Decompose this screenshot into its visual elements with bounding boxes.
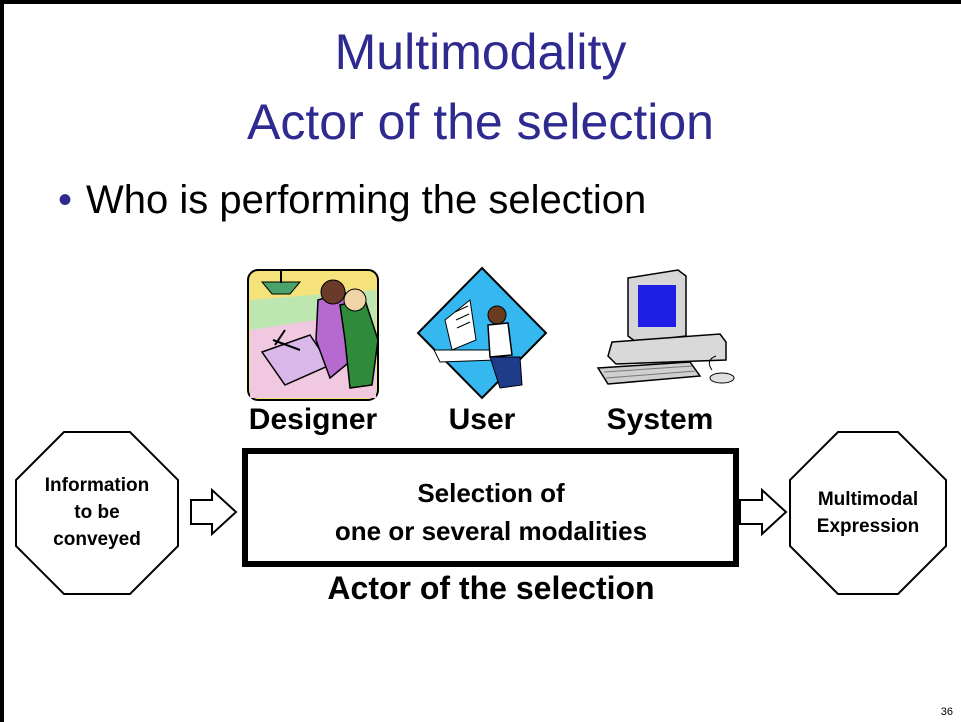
- designer-clipart-icon: [247, 269, 379, 401]
- actor-label-user: User: [448, 403, 516, 436]
- user-at-computer-clipart-icon: [416, 266, 548, 400]
- selection-text-line2: one or several modalities: [334, 516, 648, 546]
- input-octagon: [15, 431, 179, 595]
- input-text-line2: to be: [74, 502, 120, 523]
- output-text-line2: Expression: [816, 516, 920, 537]
- page-number: 36: [940, 706, 953, 718]
- slide-frame-top: [0, 0, 961, 4]
- slide-title-line1: Multimodality: [334, 24, 627, 80]
- input-text-line1: Information: [44, 475, 150, 496]
- selection-text-line1: Selection of: [417, 478, 565, 508]
- output-text-line1: Multimodal: [817, 489, 919, 510]
- actor-of-selection-label: Actor of the selection: [327, 570, 655, 606]
- arrow-input-to-selection: [190, 487, 238, 537]
- selection-box: [242, 448, 739, 567]
- bullet-text: Who is performing the selection: [86, 178, 647, 222]
- arrow-selection-to-output: [739, 487, 788, 537]
- actor-label-system: System: [606, 403, 714, 436]
- bullet-item: • Who is performing the selection: [58, 172, 646, 228]
- slide-title-line2: Actor of the selection: [247, 94, 714, 150]
- input-text-line3: conveyed: [53, 529, 141, 550]
- actor-label-designer: Designer: [248, 403, 378, 436]
- output-octagon: [789, 431, 947, 595]
- bullet-dot: •: [58, 178, 73, 222]
- slide-frame-left: [0, 0, 4, 722]
- desktop-computer-clipart-icon: [596, 269, 735, 385]
